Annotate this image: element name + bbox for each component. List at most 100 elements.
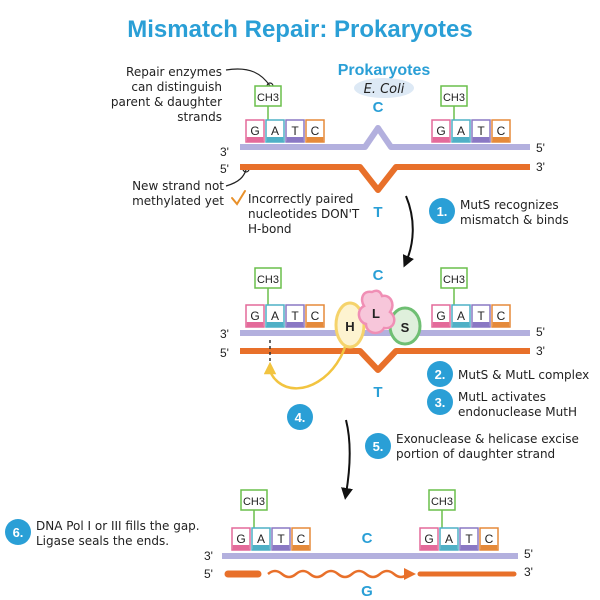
organism-species-highlight (354, 78, 414, 98)
base-stripe (452, 137, 470, 142)
annotation-line: nucleotides DON'T (248, 207, 360, 221)
process-arrow (402, 195, 414, 268)
mutH-shape (334, 301, 366, 349)
base-stripe (420, 545, 438, 550)
panel-1-dna (240, 125, 530, 193)
step-text: Ligase seals the ends. (36, 534, 169, 548)
base-letter: C (497, 124, 506, 138)
mismatch-top-base: C (362, 530, 373, 547)
mutH-excision-arrow (263, 335, 350, 390)
repaired-base: G (361, 583, 373, 600)
base-letter: G (250, 124, 259, 138)
step-number: 5. (373, 439, 384, 454)
step-text: mismatch & binds (460, 213, 569, 227)
step-number: 1. (437, 204, 448, 219)
annotation-line: methylated yet (132, 194, 224, 208)
base-letter: T (465, 532, 473, 546)
new-synthesis-wave (267, 569, 409, 579)
base-box (285, 119, 305, 143)
mutL-protein: L (357, 289, 396, 335)
base-stripe (286, 137, 304, 142)
base-stripe (480, 545, 498, 550)
methyl-label: CH3 (257, 274, 279, 286)
base-letter: G (436, 309, 445, 323)
step-5: 5. Exonuclease & helicase excise portion… (365, 432, 579, 461)
annotation-line: Repair enzymes (126, 65, 222, 79)
strand-end-label: 5' (524, 547, 533, 561)
base-letter: T (477, 124, 485, 138)
base-letter: T (291, 309, 299, 323)
mismatch-bottom-base: T (373, 384, 382, 401)
base-letter: C (485, 532, 494, 546)
base-stripe (460, 545, 478, 550)
base-box (251, 527, 271, 551)
base-box (491, 119, 511, 143)
base-stripe (246, 322, 264, 327)
step-number: 4. (295, 410, 306, 425)
panel-3-dna (222, 553, 518, 580)
methyl-tag (440, 267, 468, 289)
base-stripe (246, 137, 264, 142)
step-text: MutS & MutL complex (458, 368, 589, 382)
methyl-tag (428, 489, 456, 511)
base-stripe (492, 322, 510, 327)
base-stripe (266, 322, 284, 327)
annotation-line: H-bond (248, 222, 292, 236)
step-3: 3. MutL activates endonuclease MutH (427, 389, 577, 419)
base-box (291, 527, 311, 551)
base-stripe (306, 137, 324, 142)
step-number: 6. (13, 525, 24, 540)
step-number: 2. (435, 367, 446, 382)
step-text: portion of daughter strand (396, 447, 555, 461)
mutL-label: L (372, 306, 380, 321)
methyl-tag (240, 489, 268, 511)
base-box (285, 304, 305, 328)
step-badge (427, 361, 453, 387)
base-box (265, 119, 285, 143)
methyl-label: CH3 (243, 496, 265, 508)
methyl-tag (440, 85, 468, 107)
base-letter: G (424, 532, 433, 546)
base-box (479, 527, 499, 551)
base-letter: C (297, 532, 306, 546)
base-stripe (272, 545, 290, 550)
base-letter: T (291, 124, 299, 138)
mismatch-top-base: C (373, 99, 384, 116)
base-box (431, 304, 451, 328)
strand-end-label: 3' (220, 327, 229, 341)
base-stripe (492, 137, 510, 142)
base-letter: A (457, 124, 465, 138)
strand-end-label: 5' (536, 325, 545, 339)
methyl-label: CH3 (443, 274, 465, 286)
base-stripe (306, 322, 324, 327)
annotation-line: parent & daughter (111, 95, 222, 109)
base-box (471, 119, 491, 143)
organism-label: Prokaryotes (338, 62, 431, 79)
base-stripe (286, 322, 304, 327)
base-stripe (252, 545, 270, 550)
check-icon (231, 190, 246, 206)
annotation-incorrect-pair: Incorrectly paired nucleotides DON'T H-b… (248, 192, 360, 236)
step-badge (5, 519, 31, 545)
step-6: 6. DNA Pol I or III fills the gap. Ligas… (5, 519, 200, 548)
annotation-new-strand: New strand not methylated yet (132, 179, 224, 208)
methyl-tag (254, 267, 282, 289)
panel-2-dna (240, 330, 530, 373)
base-letter: A (271, 309, 279, 323)
annotation-line: can distinguish (131, 80, 222, 94)
base-letter: G (436, 124, 445, 138)
strand-end-label: 3' (536, 344, 545, 358)
base-letter: C (497, 309, 506, 323)
base-letter: A (257, 532, 265, 546)
annotation-line: Incorrectly paired (248, 192, 353, 206)
methyl-label: CH3 (431, 496, 453, 508)
base-stripe (472, 322, 490, 327)
base-box (451, 119, 471, 143)
strand-end-label: 3' (524, 565, 533, 579)
annotation-line: strands (177, 110, 222, 124)
daughter-strand (240, 164, 530, 193)
strand-end-label: 5' (536, 141, 545, 155)
mismatch-top-base: C (373, 267, 384, 284)
mutH-label: H (345, 319, 354, 334)
